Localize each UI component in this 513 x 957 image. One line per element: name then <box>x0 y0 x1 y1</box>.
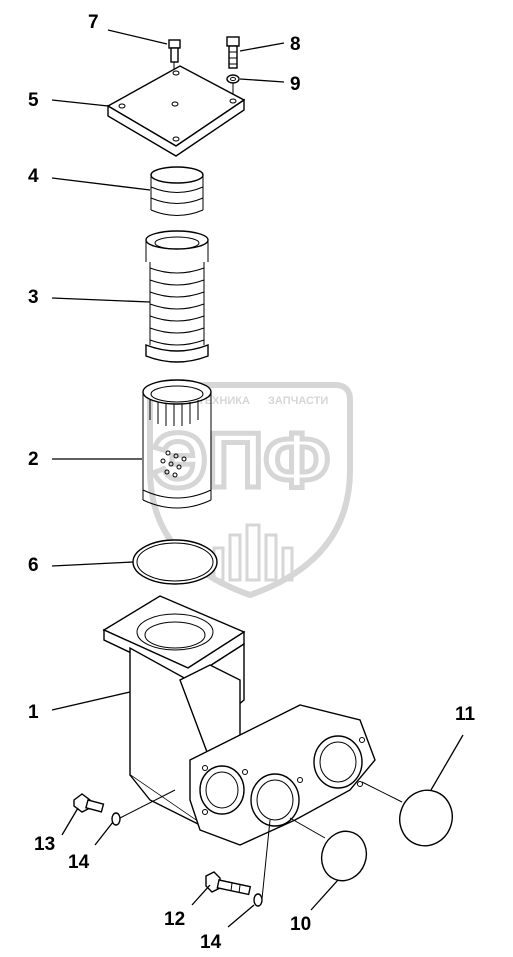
watermark-tree-icon <box>212 523 294 582</box>
callout-7: 7 <box>88 12 99 33</box>
callout-5: 5 <box>28 90 39 111</box>
callout-13: 13 <box>34 834 55 855</box>
callout-6: 6 <box>28 555 39 576</box>
callout-8: 8 <box>290 34 301 55</box>
callout-12: 12 <box>164 909 185 930</box>
callout-3: 3 <box>28 287 39 308</box>
part-8-bolt <box>226 36 240 69</box>
part-11-gasket <box>361 781 453 847</box>
part-13-bolt <box>73 793 105 813</box>
callout-10: 10 <box>290 914 311 935</box>
part-12-bolt <box>205 871 252 896</box>
part-1-housing <box>102 595 376 846</box>
callout-9: 9 <box>290 74 301 95</box>
leader-lines <box>51 29 464 928</box>
strainer-holes <box>160 450 187 478</box>
callout-14-lower: 14 <box>200 932 222 953</box>
callout-4: 4 <box>28 166 39 187</box>
callout-11: 11 <box>455 704 476 725</box>
part-4-spring <box>150 166 204 216</box>
watermark-logo-text: ЭПФ <box>152 416 330 504</box>
watermark-seal: ТЕХНИКА ЗАПЧАСТИ ЭПФ <box>147 382 353 599</box>
part-14-washer-lower <box>253 819 271 907</box>
part-10-gasket <box>289 817 368 882</box>
part-6-o-ring <box>132 539 218 585</box>
part-14-washer-upper <box>111 789 176 826</box>
watermark-ring-text-right: ЗАПЧАСТИ <box>268 395 328 407</box>
callouts: 7 8 9 5 4 3 2 6 1 11 10 12 14 13 14 <box>28 12 476 953</box>
callout-14-upper: 14 <box>68 852 90 873</box>
part-5-cover-plate <box>106 65 246 157</box>
part-3-filter-element <box>145 230 209 363</box>
callout-1: 1 <box>28 702 39 723</box>
callout-2: 2 <box>28 449 39 470</box>
part-2-strainer <box>142 379 212 509</box>
